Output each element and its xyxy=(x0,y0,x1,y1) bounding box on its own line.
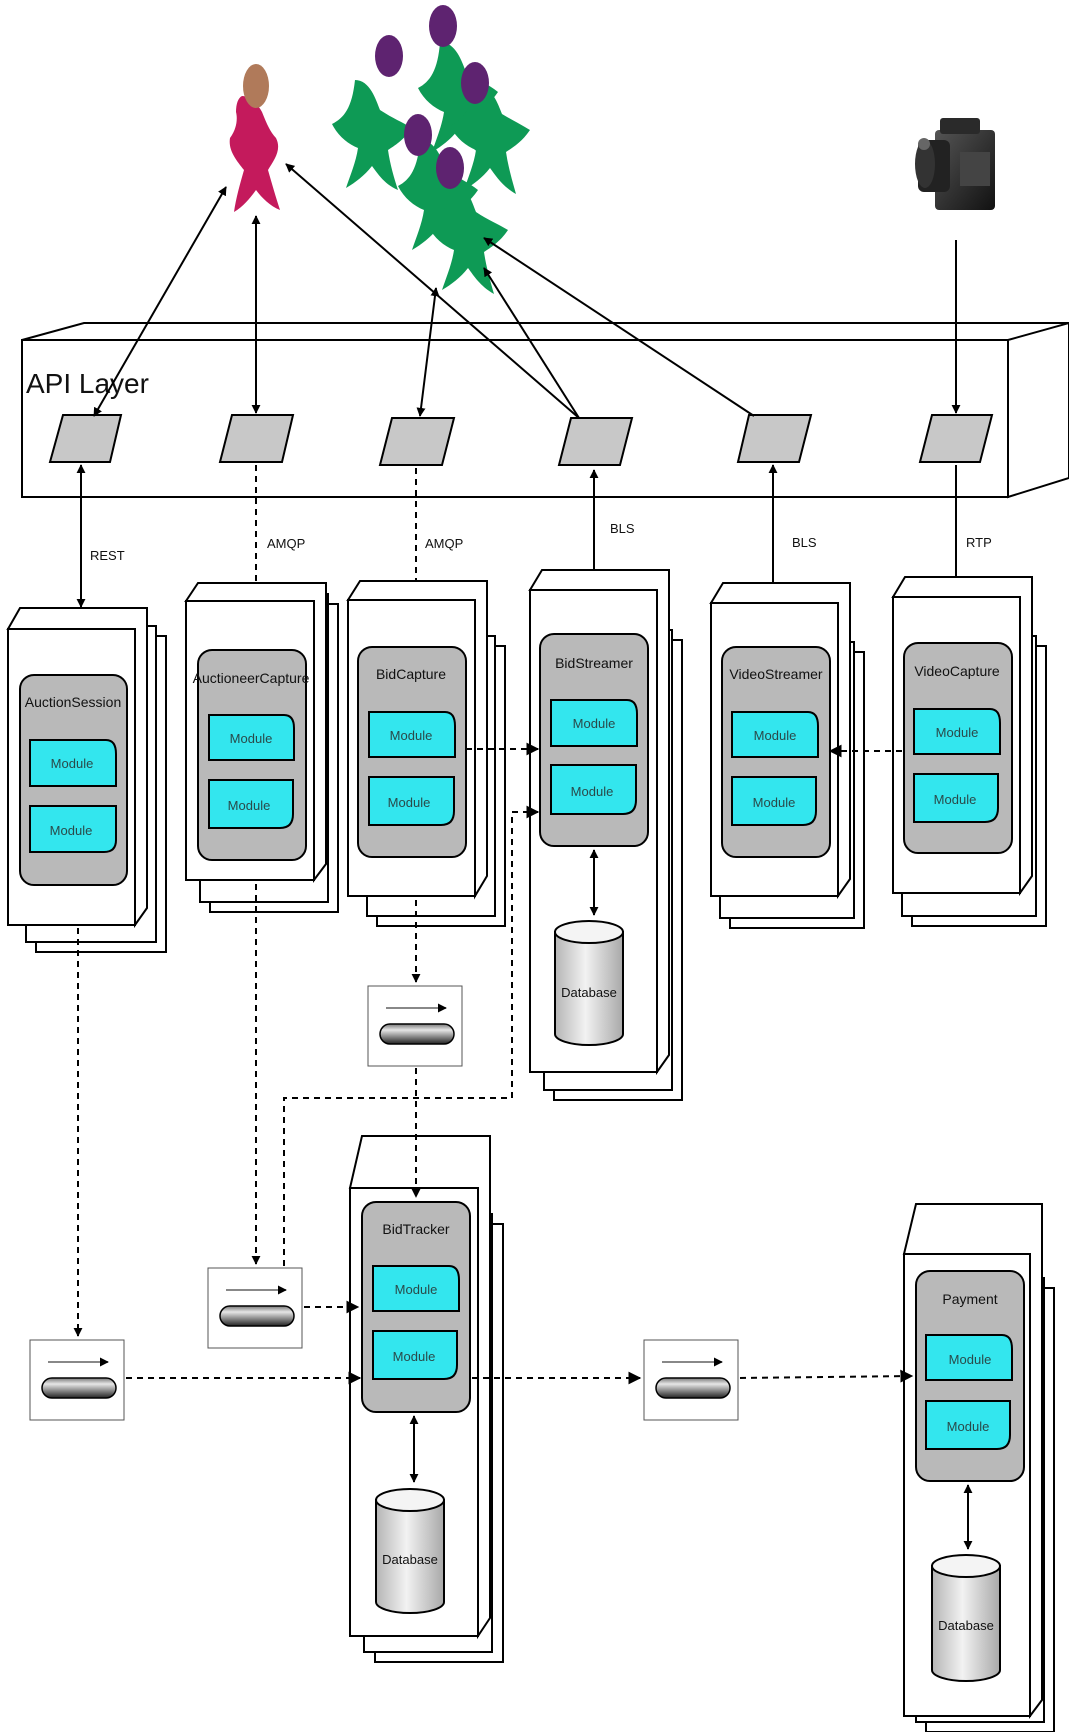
protocol-amqp-2: AMQP xyxy=(425,536,463,551)
module-label: Module xyxy=(230,731,273,746)
protocol-labels: REST AMQP AMQP BLS BLS RTP xyxy=(90,521,992,563)
module-label: Module xyxy=(388,795,431,810)
database-icon xyxy=(554,920,624,1046)
service-title: BidTracker xyxy=(382,1221,450,1237)
service-bid-capture: BidCapture Module Module xyxy=(346,580,506,927)
api-endpoint-rest[interactable] xyxy=(48,414,123,463)
protocol-bls-2: BLS xyxy=(792,535,817,550)
module-label: Module xyxy=(754,728,797,743)
api-layer: API Layer xyxy=(21,321,1069,499)
module-label: Module xyxy=(390,728,433,743)
service-video-capture: VideoCapture Module Module xyxy=(891,576,1047,927)
protocol-rest: REST xyxy=(90,548,125,563)
database-icon xyxy=(375,1488,445,1614)
module-label: Module xyxy=(50,823,93,838)
database-label: Database xyxy=(382,1552,438,1567)
actor-connectors xyxy=(93,163,961,419)
module-label: Module xyxy=(936,725,979,740)
service-title: Payment xyxy=(942,1291,997,1307)
service-title: AuctioneerCapture xyxy=(193,670,310,686)
module-label: Module xyxy=(753,795,796,810)
database-label: Database xyxy=(561,985,617,1000)
protocol-amqp-1: AMQP xyxy=(267,536,305,551)
module-label: Module xyxy=(51,756,94,771)
service-title: BidStreamer xyxy=(555,655,633,671)
api-endpoint-videostreamer[interactable] xyxy=(736,414,813,463)
bidder-heads xyxy=(375,5,489,189)
api-endpoint-bidcapture[interactable] xyxy=(378,417,456,466)
service-bid-streamer: BidStreamer Module Module Database xyxy=(528,569,683,1101)
service-payment: Payment Module Module Database xyxy=(902,1203,1055,1732)
message-queue-icon xyxy=(367,985,463,1067)
database-icon xyxy=(931,1554,1001,1682)
api-endpoints xyxy=(48,414,994,466)
message-queue-icon xyxy=(643,1339,739,1421)
service-title: VideoStreamer xyxy=(729,666,822,682)
auctioneer-icon xyxy=(229,64,280,212)
api-endpoint-videocapture[interactable] xyxy=(918,414,994,463)
api-layer-title: API Layer xyxy=(26,368,149,399)
video-camera-icon xyxy=(915,118,995,210)
module-label: Module xyxy=(393,1349,436,1364)
service-title: AuctionSession xyxy=(25,694,122,710)
module-label: Module xyxy=(947,1419,990,1434)
api-endpoint-bidstreamer[interactable] xyxy=(557,417,634,466)
service-bid-tracker: BidTracker Module Module Database xyxy=(348,1135,504,1663)
service-video-streamer: VideoStreamer Module Module xyxy=(709,582,865,929)
bidders-group-icon xyxy=(332,42,530,294)
service-auction-session: AuctionSession Module Module xyxy=(6,607,167,953)
module-label: Module xyxy=(949,1352,992,1367)
service-title: VideoCapture xyxy=(914,663,1000,679)
module-label: Module xyxy=(395,1282,438,1297)
service-title: BidCapture xyxy=(376,666,446,682)
module-label: Module xyxy=(573,716,616,731)
service-auctioneer-capture: AuctioneerCapture Module Module xyxy=(184,582,339,913)
module-label: Module xyxy=(934,792,977,807)
protocol-rtp: RTP xyxy=(966,535,992,550)
queue-connectors xyxy=(73,742,914,1385)
api-endpoint-auctioneer[interactable] xyxy=(218,414,295,463)
message-queue-icon xyxy=(207,1267,303,1349)
module-label: Module xyxy=(228,798,271,813)
protocol-bls-1: BLS xyxy=(610,521,635,536)
message-queue-icon xyxy=(29,1339,125,1421)
module-label: Module xyxy=(571,784,614,799)
database-label: Database xyxy=(938,1618,994,1633)
